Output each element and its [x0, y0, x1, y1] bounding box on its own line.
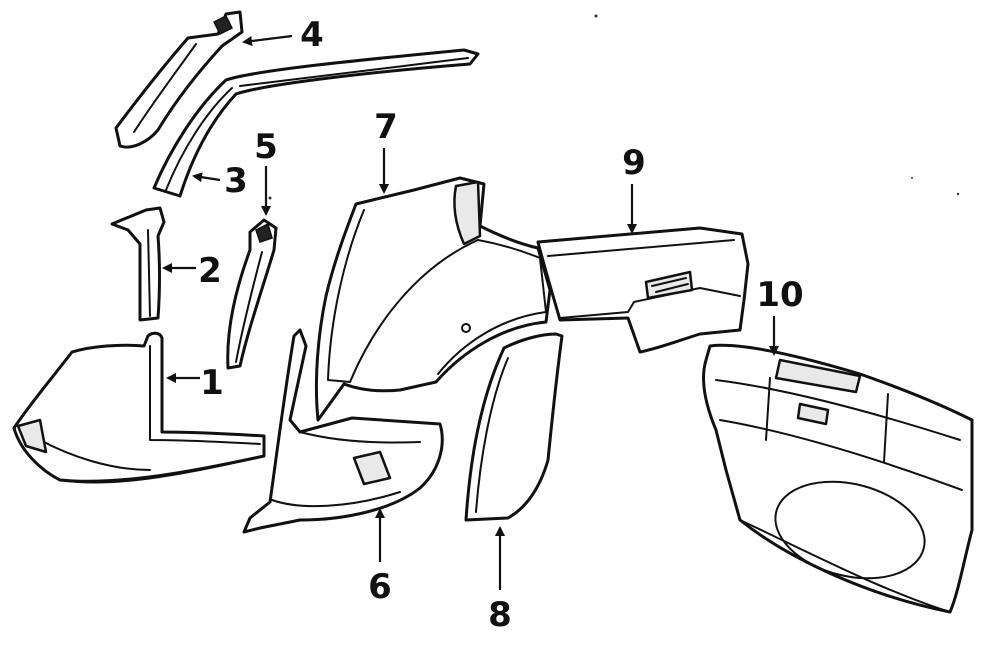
callout-2: 2	[198, 251, 222, 291]
callout-8: 8	[488, 595, 512, 635]
part-1-kick-panel	[12, 331, 266, 484]
callout-1: 1	[200, 363, 224, 403]
leader-lines	[162, 34, 779, 590]
callout-10: 10	[756, 275, 803, 315]
callout-labels: 4 3 2 5 1 7 6 8 9 10	[198, 15, 804, 635]
part-7-quarter-panel	[314, 176, 552, 422]
part-8-wheelhouse-panel	[464, 332, 564, 522]
part-4-upper-pillar-trim	[114, 10, 244, 149]
callout-9: 9	[622, 143, 646, 183]
part-10-trunk-panel	[702, 343, 974, 614]
callout-3: 3	[224, 161, 248, 201]
part-5-quarter-trim	[226, 218, 278, 370]
part-3-roof-rail	[152, 48, 480, 198]
callout-6: 6	[368, 567, 392, 607]
part-9-rear-shelf-trim	[536, 226, 750, 354]
leader-3	[192, 172, 221, 183]
scan-specks	[268, 14, 960, 200]
callout-7: 7	[374, 107, 398, 147]
leader-4	[242, 34, 293, 46]
part-2-pillar-trim	[110, 206, 166, 322]
part-6-lower-quarter-trim	[242, 328, 444, 534]
callout-5: 5	[254, 127, 278, 167]
callout-4: 4	[300, 15, 324, 55]
